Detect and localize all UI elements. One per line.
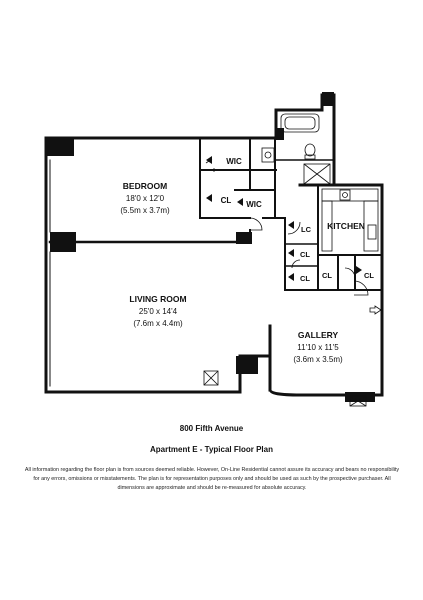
cl-bedroom-label: CL — [221, 196, 232, 205]
bathtub — [280, 113, 320, 133]
shower — [303, 163, 331, 185]
living-room-dimensions-ft: 25'0 x 14'4 — [139, 307, 178, 316]
bedroom-label: BEDROOM — [123, 181, 167, 191]
building-address: 800 Fifth Avenue — [179, 424, 244, 433]
living-room-dimensions-m: (7.6m x 4.4m) — [133, 319, 183, 328]
gallery-dimensions-ft: 11'10 x 11'5 — [297, 343, 339, 352]
wic-top-label: WIC — [226, 157, 242, 166]
closet-arrow-markers — [206, 156, 362, 281]
fixtures — [203, 113, 379, 407]
kitchen-label: KITCHEN — [327, 221, 365, 231]
gallery-dimensions-m: (3.6m x 3.5m) — [293, 355, 343, 364]
toilet — [304, 143, 316, 157]
disclaimer-text: All information regarding the floor plan… — [24, 467, 400, 491]
cl-hall-lower-label: CL — [300, 274, 310, 283]
lc-label: LC — [301, 225, 312, 234]
wic-bottom-label: WIC — [246, 200, 262, 209]
cl-kitchen-right-label: CL — [364, 271, 374, 280]
kitchen-counter — [321, 188, 379, 202]
living-room-label: LIVING ROOM — [129, 294, 186, 304]
columns — [46, 92, 375, 402]
cl-kitchen-left-label: CL — [322, 271, 332, 280]
cl-hall-upper-label: CL — [300, 250, 310, 259]
bedroom-dimensions-m: (5.5m x 3.7m) — [120, 206, 170, 215]
entry-arrow-icon — [369, 305, 382, 315]
doors — [205, 158, 369, 296]
bedroom-dimensions-ft: 18'0 x 12'0 — [126, 194, 165, 203]
plan-title: Apartment E - Typical Floor Plan — [150, 445, 273, 454]
gallery-label: GALLERY — [298, 330, 339, 340]
walls — [44, 93, 384, 397]
sink — [261, 147, 275, 163]
